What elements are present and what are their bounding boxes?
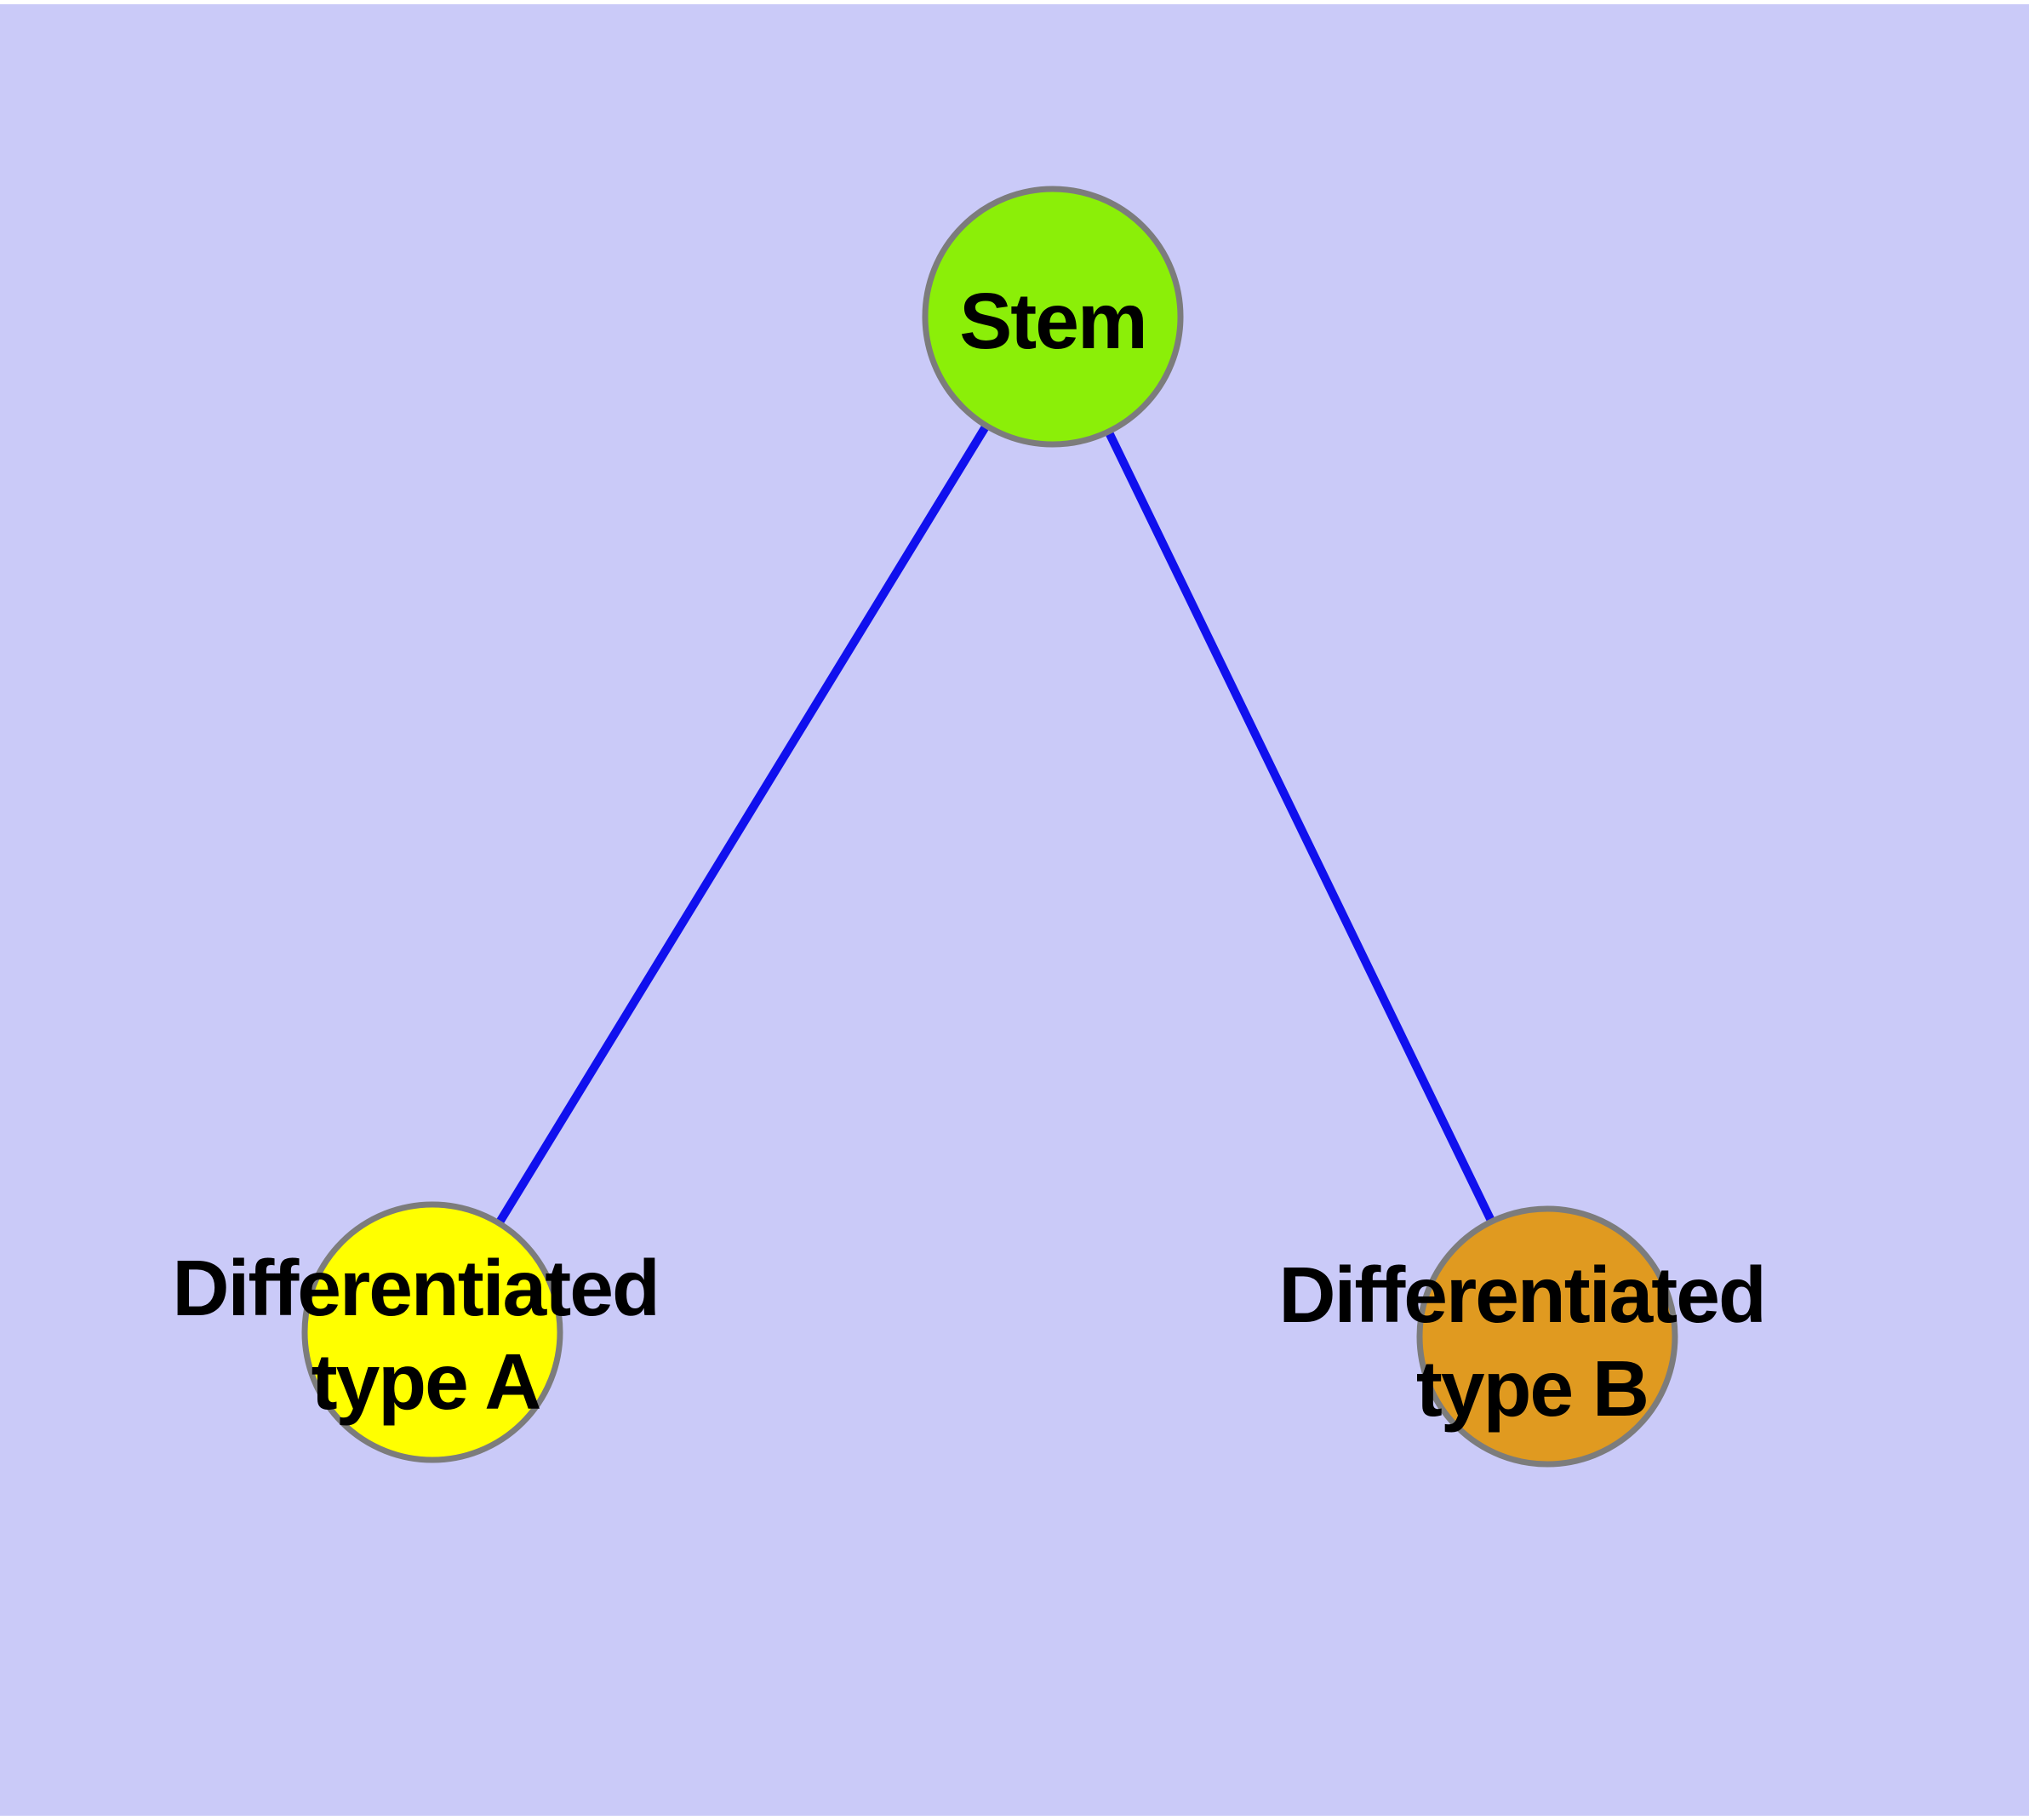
node-stem xyxy=(922,186,1184,448)
node-differentiated-type-b-label-line-1: Differentiated xyxy=(1278,1251,1764,1339)
node-differentiated-type-b xyxy=(1416,1205,1678,1468)
node-differentiated-type-a-label: Differentiated type A xyxy=(172,1244,678,1426)
node-differentiated-type-a-label-line-2: type A xyxy=(311,1337,540,1426)
edge-stem-to-type-b xyxy=(1049,314,1552,1339)
node-stem-label: Stem xyxy=(959,277,1146,365)
node-differentiated-type-a-label-line-1: Differentiated xyxy=(172,1244,658,1332)
edge-stem-to-type-a xyxy=(428,314,1057,1335)
node-differentiated-type-b-label-line-2: type B xyxy=(1416,1344,1648,1433)
node-differentiated-type-a xyxy=(301,1201,563,1463)
node-differentiated-type-b-label: Differentiated type B xyxy=(1278,1251,1785,1433)
node-stem-label-line-1: Stem xyxy=(959,277,1146,365)
